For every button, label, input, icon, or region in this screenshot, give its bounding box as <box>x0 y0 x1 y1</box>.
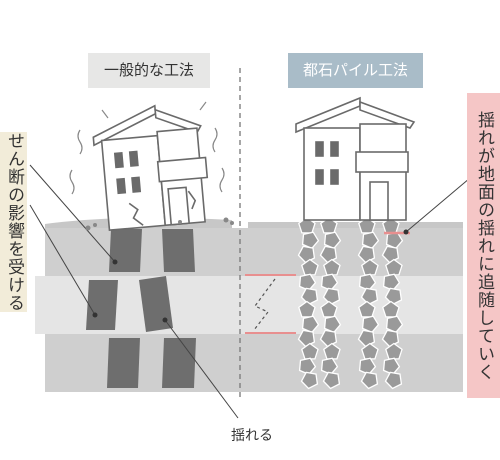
leader-line-bottom <box>164 319 239 419</box>
leader-dot-bottom <box>162 317 168 323</box>
stone <box>358 300 376 318</box>
label-conventional-method: 一般的な工法 <box>88 53 210 88</box>
pile-left-1-mid <box>86 280 118 330</box>
stone <box>298 216 316 234</box>
stone <box>301 231 320 250</box>
stone <box>360 371 379 390</box>
stone <box>301 315 320 334</box>
leader-line-right <box>405 177 471 233</box>
soil-surface-right <box>248 222 463 228</box>
pile-left-1-bottom <box>107 338 140 388</box>
stone <box>322 371 341 390</box>
leader-dot-2 <box>92 312 98 318</box>
stone <box>357 329 376 348</box>
stone <box>361 231 380 250</box>
stone <box>320 273 339 292</box>
stone <box>358 273 377 292</box>
stone <box>385 315 404 334</box>
stone <box>320 357 339 376</box>
stone-piles <box>297 216 404 390</box>
stone <box>384 371 403 390</box>
stone <box>360 287 379 306</box>
shear-indicator <box>245 274 296 334</box>
stone <box>319 329 338 348</box>
stone <box>320 216 338 234</box>
shake-marks <box>69 101 225 195</box>
leader-dot-right <box>403 229 409 235</box>
stone <box>297 245 316 264</box>
pile-left-1-top <box>109 229 142 272</box>
stone <box>358 216 376 234</box>
stone <box>323 315 342 334</box>
stone <box>384 287 403 306</box>
stone <box>322 287 341 306</box>
stone <box>297 329 316 348</box>
label-shakes: 揺れる <box>231 428 273 444</box>
leader-dot-1 <box>112 259 118 265</box>
stone <box>323 231 342 250</box>
stone <box>381 329 400 348</box>
stone <box>358 357 377 376</box>
stone <box>320 300 338 318</box>
label-stone-pile-method: 都石パイル工法 <box>288 53 423 88</box>
stone <box>381 245 400 264</box>
label-shear-effect: せん断の影響を受ける <box>0 132 27 312</box>
stone <box>361 315 380 334</box>
stone <box>298 357 317 376</box>
stone <box>300 287 319 306</box>
label-follows-ground: 揺れが地面の揺れに追随していく <box>467 93 500 398</box>
stone <box>382 357 401 376</box>
stone <box>300 371 319 390</box>
pile-left-2-bottom <box>162 338 196 388</box>
stone <box>382 300 400 318</box>
leader-lines-left <box>29 164 116 316</box>
pile-left-2-top <box>162 229 195 272</box>
rubble <box>85 217 234 231</box>
stone <box>298 273 317 292</box>
stone <box>319 245 338 264</box>
house-right-intact <box>295 96 416 221</box>
stone <box>298 300 316 318</box>
stone <box>357 245 376 264</box>
house-left-damaged <box>92 104 209 232</box>
stone <box>382 273 401 292</box>
